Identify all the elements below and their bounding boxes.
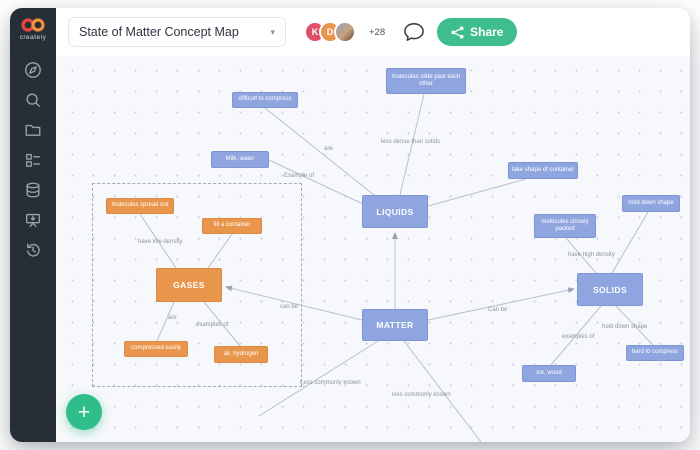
- edge-line: [427, 178, 527, 207]
- sidebar-item-database[interactable]: [17, 175, 49, 205]
- sidebar-nav: [17, 55, 49, 265]
- node-solids[interactable]: SOLIDS: [577, 273, 643, 306]
- edge-line: [268, 159, 364, 205]
- add-shape-button[interactable]: +: [66, 394, 102, 430]
- edge-line: [399, 93, 425, 196]
- folder-icon: [25, 124, 41, 136]
- node-molecules-closely-packed[interactable]: molecules closely packed: [534, 214, 596, 238]
- present-icon: [26, 213, 40, 227]
- sidebar-item-folder[interactable]: [17, 115, 49, 145]
- node-matter[interactable]: MATTER: [362, 309, 428, 341]
- creately-logo-icon: [21, 18, 45, 32]
- chevron-down-icon: ▾: [270, 26, 275, 37]
- chat-bubble-icon: [404, 23, 424, 41]
- edge-line: [550, 305, 602, 366]
- node-hard-to-compress[interactable]: hard to compress: [626, 345, 684, 361]
- edge-line: [611, 211, 649, 274]
- edge-line: [264, 107, 375, 196]
- edge-label: examples of: [562, 334, 595, 340]
- node-compressed-easily[interactable]: compressed easily: [124, 341, 188, 357]
- edge-label: are: [324, 146, 333, 152]
- edge-label: less dense than solids: [381, 139, 441, 145]
- share-label: Share: [470, 25, 504, 39]
- sidebar-item-present[interactable]: [17, 205, 49, 235]
- avatar-photo[interactable]: [334, 21, 356, 43]
- sidebar-item-history[interactable]: [17, 235, 49, 265]
- edge-line: [139, 213, 177, 269]
- edge-line: [427, 287, 575, 321]
- sidebar: creately: [10, 8, 56, 442]
- edge-label: have low density: [138, 239, 183, 245]
- share-icon: [451, 25, 464, 39]
- edge-line: [565, 237, 597, 274]
- document-title-dropdown[interactable]: State of Matter Concept Map ▾: [68, 17, 286, 47]
- compass-icon: [25, 62, 41, 78]
- collaborator-overflow-count: +28: [369, 26, 386, 38]
- search-icon: [26, 93, 40, 107]
- sidebar-item-shapes[interactable]: [17, 145, 49, 175]
- database-icon: [26, 182, 40, 198]
- edge-line: [225, 285, 363, 321]
- edge-label: examples of: [196, 322, 229, 328]
- node-fill-a-container[interactable]: fill a container: [202, 218, 262, 234]
- edge-label: Example of: [284, 173, 315, 179]
- edge-label: Can be: [488, 307, 508, 313]
- node-gases[interactable]: GASES: [156, 268, 222, 302]
- edge-line: [258, 340, 379, 417]
- node-liquids[interactable]: LIQUIDS: [362, 195, 428, 228]
- page-title: State of Matter Concept Map: [79, 25, 239, 39]
- edge-label: can be: [280, 304, 299, 310]
- edge-label: hold down shape: [602, 324, 648, 330]
- canvas[interactable]: molecules slide past each other difficult…: [56, 56, 690, 442]
- node-molecules-spread-out[interactable]: molecules spread out: [106, 198, 174, 214]
- edge-label: are: [168, 315, 177, 321]
- app-window: creately State of Matter Concept Map ▾ K…: [10, 8, 690, 442]
- edge-line: [403, 340, 482, 442]
- node-take-shape-of-container[interactable]: take shape of container: [508, 162, 578, 179]
- node-hold-down-shape[interactable]: hold down shape: [622, 195, 680, 212]
- edge-label: less commonly known: [392, 392, 451, 398]
- node-ice-wood[interactable]: ice, wood: [522, 365, 576, 382]
- node-molecules-slide[interactable]: molecules slide past each other: [386, 68, 466, 94]
- edge-line: [615, 305, 654, 346]
- edge-label: have high density: [568, 252, 615, 258]
- sidebar-item-compass[interactable]: [17, 55, 49, 85]
- edge-line: [203, 301, 241, 347]
- creately-logo[interactable]: creately: [19, 17, 47, 41]
- share-button[interactable]: Share: [437, 18, 518, 46]
- edge-line: [207, 233, 233, 269]
- brand-name: creately: [19, 34, 47, 41]
- shapes-icon: [26, 153, 40, 167]
- edge-label: Less commonly known: [300, 380, 361, 386]
- sidebar-item-search[interactable]: [17, 85, 49, 115]
- node-milk-water[interactable]: Milk, water: [211, 151, 269, 168]
- node-difficult-to-compress[interactable]: difficult to compress: [232, 92, 298, 108]
- edge-line: [156, 301, 175, 342]
- selection-rect[interactable]: [92, 183, 302, 387]
- comments-button[interactable]: [403, 22, 425, 42]
- history-icon: [27, 243, 40, 257]
- node-air-hydrogen[interactable]: air, hydrogen: [214, 346, 268, 363]
- edges-layer: [139, 93, 654, 442]
